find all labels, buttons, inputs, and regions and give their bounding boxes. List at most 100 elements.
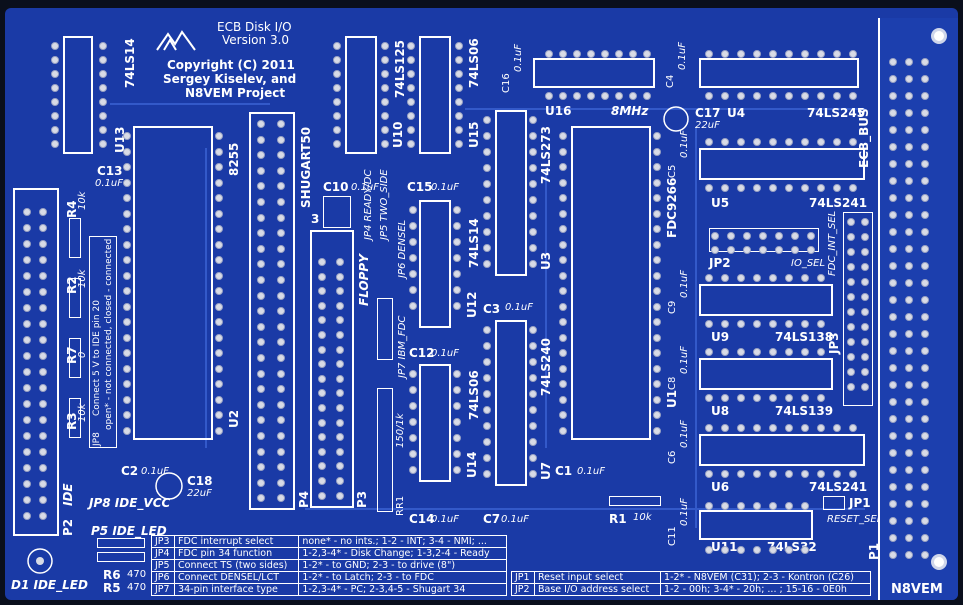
solder-pad <box>483 164 491 172</box>
solder-pad <box>721 394 729 402</box>
solder-pad <box>847 233 855 241</box>
solder-pad <box>847 323 855 331</box>
jumper-jp7[interactable] <box>377 298 393 360</box>
resistor-r4 <box>69 218 81 258</box>
solder-pad <box>453 370 461 378</box>
solder-pad <box>905 432 913 440</box>
solder-pad <box>721 274 729 282</box>
solder-pad <box>587 92 595 100</box>
jp8-note-box <box>89 236 117 448</box>
jumper-label: JP7 IBM_FDC <box>397 315 408 378</box>
chip-ref: U4 <box>727 106 746 120</box>
solder-pad <box>833 470 841 478</box>
solder-pad <box>769 274 777 282</box>
solder-pad <box>833 50 841 58</box>
solder-pad <box>123 364 131 373</box>
solder-pad <box>573 92 581 100</box>
solder-pad <box>737 274 745 282</box>
solder-pad <box>318 287 326 296</box>
solder-pad <box>409 386 417 394</box>
solder-pad <box>215 395 223 404</box>
solder-pad <box>705 320 713 328</box>
solder-pad <box>277 151 285 160</box>
solder-pad <box>849 50 857 58</box>
solder-pad <box>333 140 341 148</box>
connector-p3-outline <box>310 230 354 508</box>
solder-pad <box>51 84 59 92</box>
solder-pad <box>653 364 661 373</box>
solder-pad <box>721 320 729 328</box>
solder-pad <box>711 246 719 254</box>
solder-pad <box>861 278 869 286</box>
chip-label: 74LS273 <box>539 125 553 184</box>
solder-pad <box>759 232 767 240</box>
chip-u14-outline <box>419 364 451 482</box>
jumper-jp3[interactable] <box>843 212 873 406</box>
connector-p2-outline <box>13 188 59 536</box>
solder-pad <box>257 151 265 160</box>
solder-pad <box>529 326 537 334</box>
solder-pad <box>807 232 815 240</box>
solder-pad <box>318 462 326 471</box>
solder-pad <box>545 50 553 58</box>
solder-pad <box>336 389 344 398</box>
solder-pad <box>123 333 131 342</box>
solder-pad <box>99 84 107 92</box>
solder-pad <box>483 358 491 366</box>
solder-pad <box>529 454 537 462</box>
solder-pad <box>409 206 417 214</box>
solder-pad <box>333 98 341 106</box>
chip-label: FDC9266 <box>665 177 679 238</box>
jumper-label: RESET_SEL <box>827 514 883 525</box>
cap-label: C11 <box>667 526 678 546</box>
solder-pad <box>455 42 463 50</box>
solder-pad <box>769 502 777 510</box>
solder-pad <box>409 254 417 262</box>
jumper-jp1[interactable] <box>823 496 845 510</box>
trace <box>205 148 207 448</box>
chip-label: 74LS138 <box>775 330 834 344</box>
solder-pad <box>801 50 809 58</box>
chip-label: 74LS245 <box>807 106 866 120</box>
solder-pad <box>559 163 567 171</box>
solder-pad <box>123 302 131 311</box>
solder-pad <box>455 126 463 134</box>
solder-pad <box>257 447 265 456</box>
solder-pad <box>257 135 265 144</box>
solder-pad <box>39 240 47 248</box>
solder-pad <box>653 287 661 295</box>
cap-label: C18 <box>187 474 213 488</box>
solder-pad <box>573 50 581 58</box>
solder-pad <box>23 512 31 520</box>
solder-pad <box>921 160 929 168</box>
solder-pad <box>123 271 131 280</box>
solder-pad <box>653 178 661 187</box>
solder-pad <box>905 58 913 66</box>
jumper-jp4[interactable] <box>323 196 351 228</box>
jumper-label: IO_SEL <box>791 258 826 269</box>
cap-label: C10 <box>323 180 349 194</box>
solder-pad <box>791 246 799 254</box>
solder-pad <box>559 395 567 404</box>
chip-label: 74LS241 <box>809 196 868 210</box>
solder-pad <box>529 196 537 204</box>
jumper-label: JP8 IDE_VCC <box>89 496 171 510</box>
solder-pad <box>529 470 537 478</box>
solder-pad <box>483 422 491 430</box>
board-name: N8VEM <box>891 582 943 597</box>
solder-pad <box>559 194 567 202</box>
solder-pad <box>23 272 31 280</box>
solder-pad <box>769 92 777 100</box>
solder-pad <box>737 394 745 402</box>
cap-label: C6 <box>667 450 678 464</box>
solder-pad <box>215 349 223 357</box>
solder-pad <box>559 178 567 187</box>
solder-pad <box>407 140 415 148</box>
solder-pad <box>921 313 929 321</box>
solder-pad <box>409 238 417 246</box>
solder-pad <box>39 464 47 472</box>
solder-pad <box>336 345 344 354</box>
resistor-value: 470 <box>127 582 147 593</box>
solder-pad <box>629 92 637 100</box>
solder-pad <box>921 330 929 338</box>
